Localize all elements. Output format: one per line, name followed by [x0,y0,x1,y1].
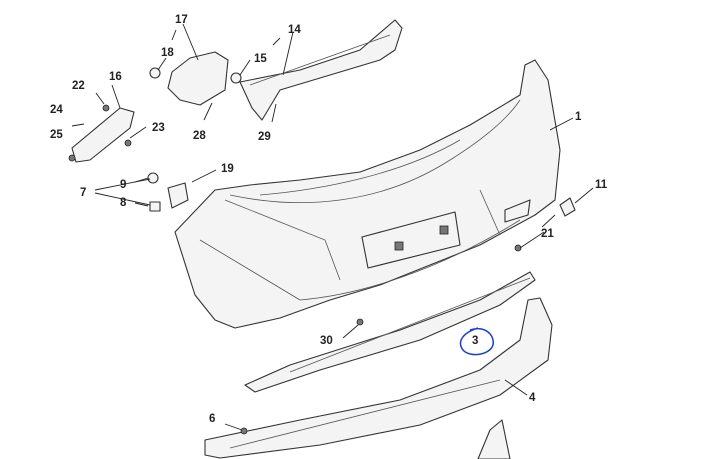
callout-25: 25 [50,129,63,141]
callout-4: 4 [529,392,536,404]
bumper-cover [174,59,561,329]
highlight-circle [459,327,494,356]
callout-19: 19 [221,163,234,175]
callout-9: 9 [120,179,126,191]
callout-16: 16 [109,71,122,83]
leader-lines [71,23,594,431]
callout-7: 7 [80,187,86,199]
bracket-17 [167,51,229,106]
callout-18: 18 [161,47,174,59]
callout-17: 17 [175,14,188,26]
bumper-bracket-14 [239,19,403,121]
callout-30: 30 [320,335,333,347]
callout-24: 24 [50,104,63,116]
callout-6: 6 [209,413,215,425]
diffuser-4 [204,297,553,459]
part-16 [71,107,135,163]
callout-15: 15 [254,53,267,65]
trim-3 [244,271,536,393]
callout-29: 29 [258,131,271,143]
license-plate-recess [361,211,461,269]
callout-28: 28 [193,130,206,142]
callout-3: 3 [472,335,478,347]
callout-1: 1 [575,111,582,123]
callout-21: 21 [541,228,554,240]
clip-7 [167,182,189,209]
callout-23: 23 [152,122,165,134]
callout-8: 8 [120,197,127,209]
callout-11: 11 [595,179,608,191]
callout-22: 22 [72,80,85,92]
callout-14: 14 [288,24,301,36]
